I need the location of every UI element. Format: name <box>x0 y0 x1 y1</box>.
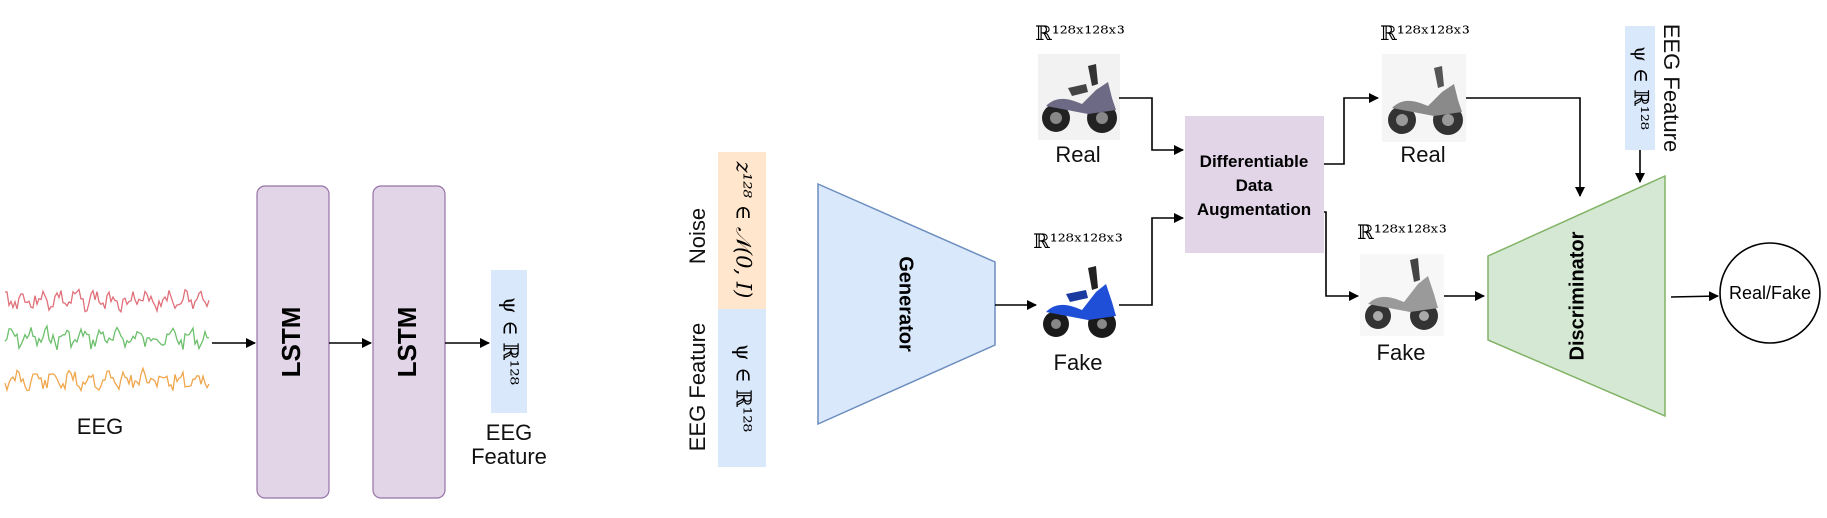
fake-left-label: Fake <box>1054 350 1103 375</box>
fake-aug-label: Fake <box>1377 340 1426 365</box>
scooter-image-fake <box>1043 266 1116 338</box>
fake-aug-dim: ℝ¹²⁸ˣ¹²⁸ˣ³ <box>1357 220 1447 244</box>
real-aug-label: Real <box>1400 142 1445 167</box>
gan-eeg-feature-vector <box>718 309 766 467</box>
arrow-real-aug-to-discriminator <box>1466 97 1585 197</box>
disc-eeg-feature-math: ψ ∈ ℝ¹²⁸ <box>1630 46 1654 130</box>
scooter-image-fake-augmented <box>1360 254 1444 336</box>
gan-eeg-feature-math: ψ ∈ ℝ¹²⁸ <box>732 344 756 432</box>
dda-block <box>1185 116 1324 253</box>
eeg-label: EEG <box>77 414 123 439</box>
arrow-dda-to-fake-aug <box>1324 211 1359 301</box>
eeg-feature-vector <box>491 270 527 413</box>
arrow-real-to-dda <box>1119 97 1184 155</box>
scooter-image-real <box>1038 54 1120 140</box>
eeg-signal-orange <box>4 366 210 393</box>
disc-eeg-feature-vector <box>1625 26 1655 150</box>
lstm-block-1 <box>256 185 330 499</box>
eeg-feature-math: ψ ∈ ℝ¹²⁸ <box>499 297 523 385</box>
noise-vector <box>718 152 766 309</box>
disc-eeg-feature-label: EEG Feature <box>1659 24 1684 152</box>
arrow-fake-to-dda <box>1119 213 1184 306</box>
noise-label: Noise <box>685 208 710 264</box>
discriminator-block <box>1487 174 1666 418</box>
lstm-2-label: LSTM <box>392 307 422 378</box>
real-top-dim: ℝ¹²⁸ˣ¹²⁸ˣ³ <box>1035 21 1125 45</box>
eeg-feature-label-1: EEG <box>486 420 532 445</box>
scooter-image-real-augmented <box>1382 54 1466 142</box>
noise-math: z¹²⁸ ∈ 𝒩(0, I) <box>732 161 756 299</box>
arrow-discriminator-to-output <box>1670 291 1719 302</box>
output-node <box>1719 242 1821 344</box>
fake-left-dim: ℝ¹²⁸ˣ¹²⁸ˣ³ <box>1033 229 1123 253</box>
generator-label: Generator <box>895 256 917 352</box>
gan-eeg-feature-label: EEG Feature <box>685 323 710 451</box>
eeg-signal-green <box>4 324 210 351</box>
real-top-label: Real <box>1055 142 1100 167</box>
generator-block <box>817 182 996 426</box>
eeg-signal-red <box>4 288 210 314</box>
lstm-block-2 <box>372 185 446 499</box>
dda-label-3: Augmentation <box>1197 200 1311 219</box>
eeg-signals <box>4 288 210 393</box>
dda-label-2: Data <box>1236 176 1273 195</box>
real-aug-dim: ℝ¹²⁸ˣ¹²⁸ˣ³ <box>1380 21 1470 45</box>
output-label: Real/Fake <box>1729 283 1811 303</box>
lstm-1-label: LSTM <box>276 307 306 378</box>
arrow-dda-to-real-aug <box>1324 93 1379 165</box>
eeg-feature-label-2: Feature <box>471 444 547 469</box>
discriminator-label: Discriminator <box>1566 231 1588 360</box>
dda-label-1: Differentiable <box>1200 152 1309 171</box>
